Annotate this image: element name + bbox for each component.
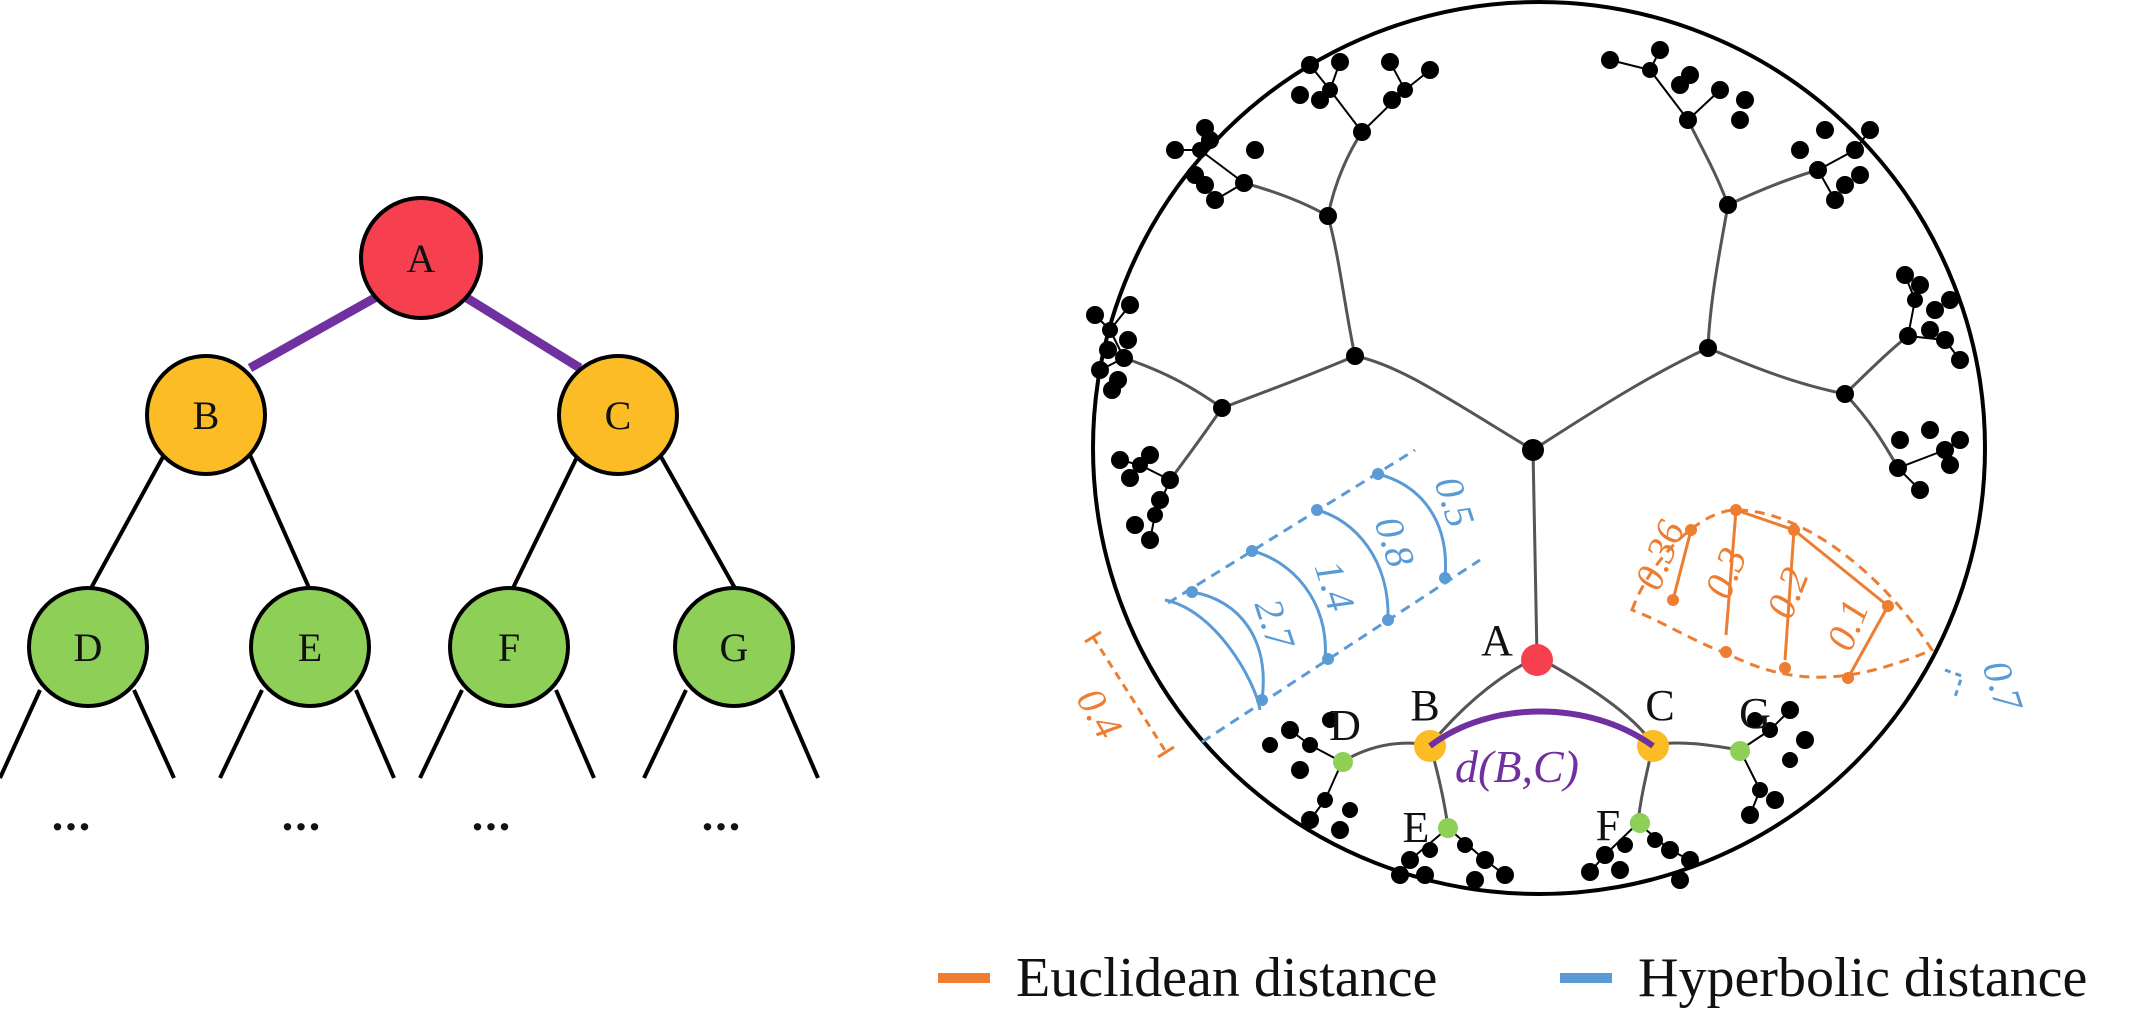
tree-node-a: A xyxy=(359,196,483,320)
tree-stub xyxy=(642,689,688,779)
hyperbolic-measure-2: 1.4 xyxy=(1306,555,1364,616)
legend-label-euclidean: Euclidean distance xyxy=(1016,947,1437,1009)
euclidean-edge-bracket xyxy=(1084,630,1175,759)
distance-label-b-c: d(B,C) xyxy=(1455,741,1579,792)
poincare-branch-node xyxy=(1719,196,1737,214)
poincare-label-b: B xyxy=(1410,681,1439,730)
poincare-label-e: E xyxy=(1403,803,1430,852)
poincare-branch-node xyxy=(1213,399,1231,417)
tree-node-g: G xyxy=(673,586,795,708)
tree-node-d: D xyxy=(27,586,149,708)
poincare-branch-node xyxy=(1346,347,1364,365)
tree-node-e: E xyxy=(249,586,371,708)
euclidean-measure-points xyxy=(1667,504,1894,684)
tree-node-b-label: B xyxy=(193,393,220,438)
tree-edges xyxy=(0,291,820,779)
poincare-main-nodes xyxy=(1213,196,1854,461)
tree-node-e-label: E xyxy=(298,625,322,670)
tree-stub xyxy=(0,689,42,779)
hyperbolic-measure-4: 0.5 xyxy=(1426,471,1484,532)
tree-node-f: F xyxy=(448,586,570,708)
tree-stub xyxy=(554,689,596,779)
poincare-label-d: D xyxy=(1329,701,1361,750)
hyperbolic-tree-branches xyxy=(1123,119,1909,829)
poincare-label-c: C xyxy=(1645,681,1674,730)
tree-node-f-label: F xyxy=(498,625,520,670)
tree-edge-b-e xyxy=(248,454,312,591)
tree-stub xyxy=(778,689,820,779)
tree-stub xyxy=(132,689,176,779)
poincare-node-f xyxy=(1630,813,1650,833)
poincare-center-node xyxy=(1522,439,1544,461)
tree-edge-a-c xyxy=(459,291,583,372)
tree-edge-c-f xyxy=(510,454,580,591)
tree-edge-b-d xyxy=(88,454,166,591)
poincare-node-a xyxy=(1521,644,1553,676)
euclidean-edge-measure: 0.4 xyxy=(1068,680,1132,746)
tree-ellipsis: ... xyxy=(52,789,93,840)
tree-node-g-label: G xyxy=(720,625,749,670)
hyperbolic-edge-measure: 0.7 xyxy=(1974,655,2033,718)
legend: Euclidean distance Hyperbolic distance xyxy=(938,947,2087,1009)
euclidean-measure-3: 0.2 xyxy=(1757,561,1817,624)
poincare-branch-node xyxy=(1836,385,1854,403)
poincare-branch-node xyxy=(1319,207,1337,225)
poincare-label-g: G xyxy=(1739,689,1771,738)
tree-stub xyxy=(218,689,264,779)
poincare-boundary xyxy=(1091,0,1987,896)
tree-edge-c-g xyxy=(658,454,738,591)
tree-ellipsis: ... xyxy=(472,789,513,840)
tree-ellipsis: ... xyxy=(282,789,323,840)
tree-node-c-label: C xyxy=(605,393,632,438)
hyperbolic-measure-1: 2.7 xyxy=(1246,593,1305,656)
tree-node-d-label: D xyxy=(74,625,103,670)
legend-item-hyperbolic: Hyperbolic distance xyxy=(1560,947,2087,1009)
poincare-node-e xyxy=(1438,818,1458,838)
euclidean-measure-2: 0.3 xyxy=(1695,541,1755,604)
tree-stub xyxy=(354,689,396,779)
distance-arc-b-c xyxy=(1428,708,1655,749)
poincare-disk: d(B,C) A B C D E F G 2.7 1.4 0.8 0.5 0.7 xyxy=(1068,0,2033,896)
tree-node-b: B xyxy=(145,354,267,476)
euclidean-measure-bands xyxy=(1630,508,1935,679)
tree-node-a-label: A xyxy=(407,236,436,281)
tree-stub xyxy=(418,689,464,779)
legend-label-hyperbolic: Hyperbolic distance xyxy=(1638,947,2087,1009)
hyperbolic-measure-points xyxy=(1186,468,1451,706)
tree-ellipsis: ... xyxy=(702,789,743,840)
poincare-node-d xyxy=(1333,752,1353,772)
hyperbolic-measure-3: 0.8 xyxy=(1366,511,1424,572)
euclidean-measure-1: 0.36 xyxy=(1626,514,1694,596)
euclidean-measure-4: 0.1 xyxy=(1817,593,1877,656)
poincare-label-a: A xyxy=(1481,616,1513,665)
hyperbolic-edge-bracket xyxy=(1944,668,1964,701)
poincare-label-f: F xyxy=(1596,801,1620,850)
tree-edge-a-b xyxy=(247,291,383,372)
tree-node-c: C xyxy=(557,354,679,476)
tree-diagram: A B C D E F G ... ... ... ... xyxy=(0,196,820,840)
legend-item-euclidean: Euclidean distance xyxy=(938,947,1437,1009)
poincare-branch-node xyxy=(1699,339,1717,357)
poincare-node-g xyxy=(1730,741,1750,761)
